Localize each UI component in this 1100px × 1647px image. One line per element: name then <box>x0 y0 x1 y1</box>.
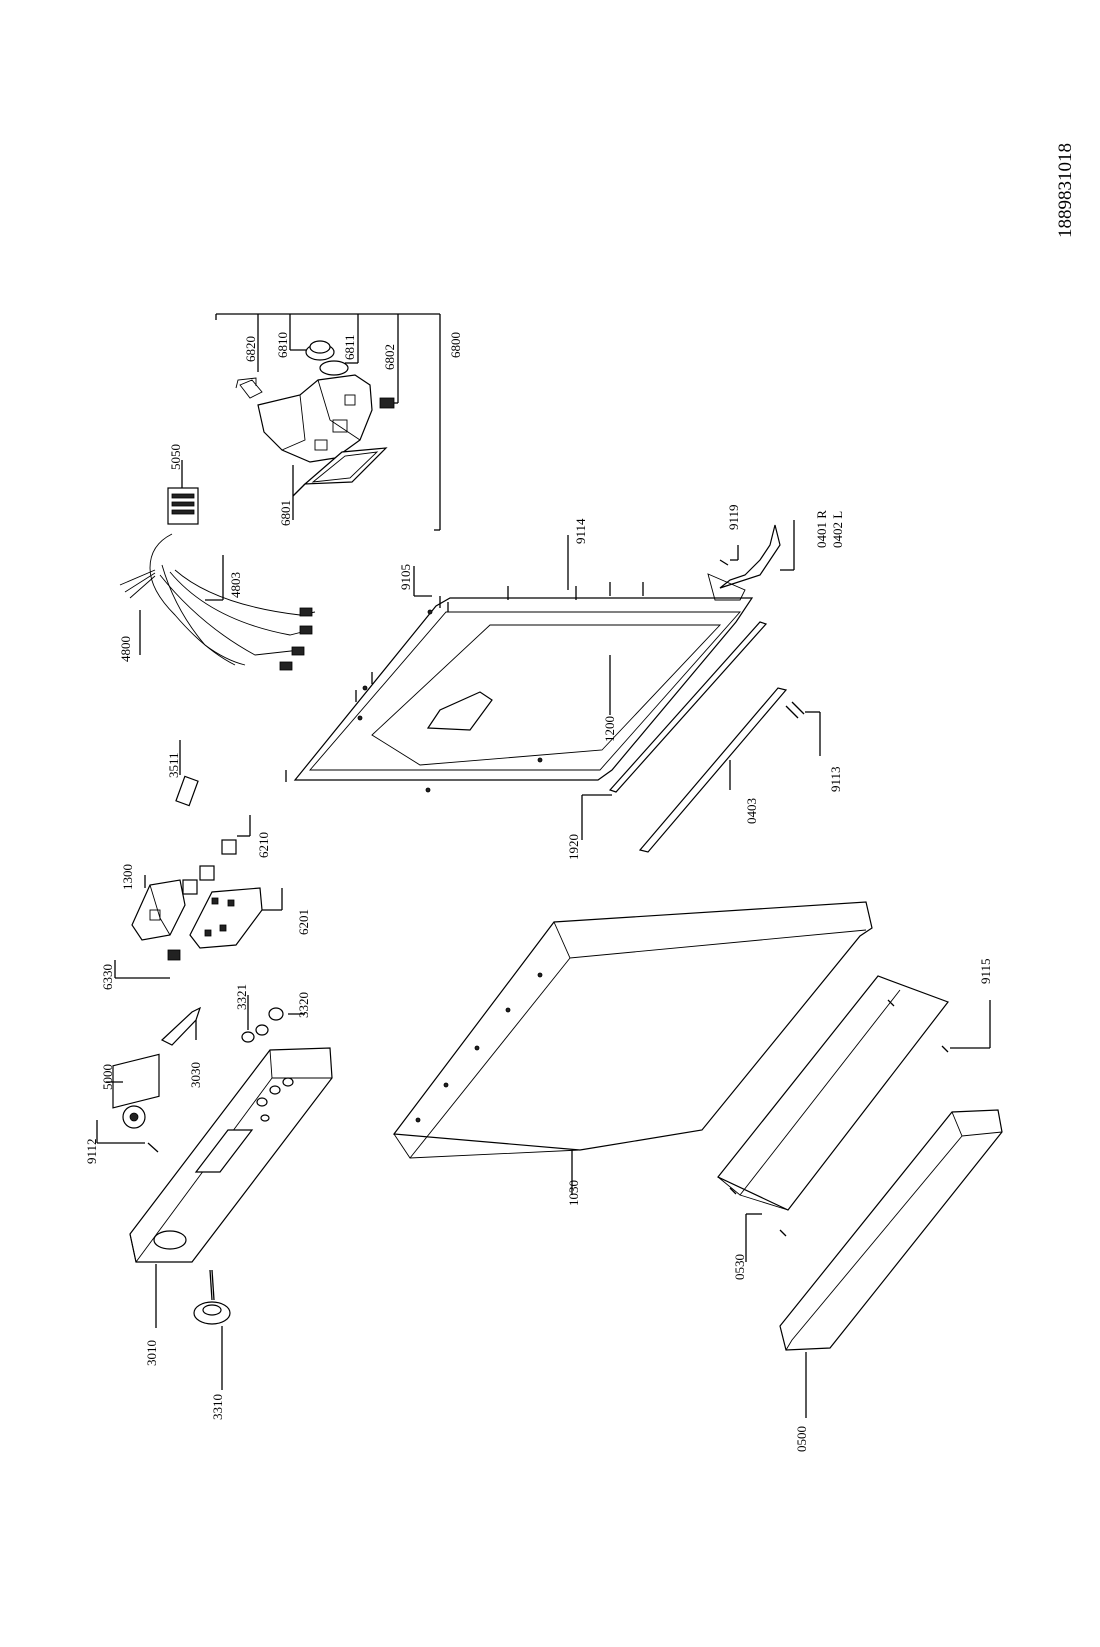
label-4803: 4803 <box>228 572 243 598</box>
bracket-6820-drawing <box>235 345 259 389</box>
label-3320: 3320 <box>296 992 311 1018</box>
screws-9115-drawing <box>941 1000 991 1053</box>
label-9112: 9112 <box>84 1138 99 1164</box>
label-6201: 6201 <box>296 909 311 935</box>
label-6802: 6802 <box>382 344 397 370</box>
screws-9114-drawing <box>507 535 644 600</box>
seal-6811-drawing <box>319 360 349 376</box>
module-5050-drawing <box>167 460 199 525</box>
buttons-3321-3320-drawing <box>241 995 305 1043</box>
label-1920: 1920 <box>566 834 581 860</box>
label-3310: 3310 <box>210 1394 225 1420</box>
part-6330-drawing <box>114 949 181 979</box>
label-4800: 4800 <box>118 636 133 662</box>
label-0402: 0402 L <box>830 511 845 548</box>
label-0530: 0530 <box>732 1254 747 1280</box>
plinth-0500-drawing <box>779 1109 1003 1418</box>
label-6820: 6820 <box>243 336 258 362</box>
part-6802-drawing <box>379 397 395 409</box>
part-3511-drawing <box>175 740 199 807</box>
screw-9119-drawing <box>719 545 739 566</box>
label-0403: 0403 <box>744 798 759 824</box>
programmer-1300-drawing <box>131 875 186 941</box>
wiring-harness-drawing <box>119 533 316 671</box>
label-5000: 5000 <box>100 1064 115 1090</box>
screws-9105-drawing <box>285 566 441 782</box>
label-6330: 6330 <box>100 964 115 990</box>
label-9113: 9113 <box>828 766 843 792</box>
door-lock-5000-drawing <box>106 1053 160 1129</box>
label-1200: 1200 <box>602 716 617 742</box>
label-3030: 3030 <box>188 1062 203 1088</box>
label-0500: 0500 <box>794 1426 809 1452</box>
plinth-0530-drawing <box>717 975 949 1262</box>
label-9119: 9119 <box>726 504 741 530</box>
switches-6210-drawing <box>182 815 251 895</box>
label-6811: 6811 <box>342 334 357 360</box>
cap-6810-drawing <box>305 340 335 361</box>
label-6210: 6210 <box>256 832 271 858</box>
label-3010: 3010 <box>144 1340 159 1366</box>
screws-9113-drawing <box>785 701 821 756</box>
screw-9112-drawing <box>96 1120 159 1153</box>
seal-1920-drawing <box>581 621 768 840</box>
label-9105: 9105 <box>398 564 413 590</box>
hinge-0401-0402-drawing <box>707 520 795 601</box>
label-6801: 6801 <box>278 500 293 526</box>
label-6810: 6810 <box>275 332 290 358</box>
label-0401: 0401 R <box>814 510 829 548</box>
outer-door-1030-drawing <box>392 901 873 1195</box>
control-panel-3010-drawing <box>129 1047 333 1328</box>
label-5050: 5050 <box>168 444 183 470</box>
label-1300: 1300 <box>120 864 135 890</box>
knob-3310-drawing <box>193 1269 231 1390</box>
label-1030: 1030 <box>566 1180 581 1206</box>
label-3321: 3321 <box>234 984 249 1010</box>
board-6201-drawing <box>189 887 283 949</box>
gasket-6801-drawing <box>292 447 388 497</box>
lever-3030-drawing <box>160 1006 202 1046</box>
document-id: 1889831018 <box>1055 143 1076 238</box>
group-6800-bracket <box>215 313 441 531</box>
label-6800: 6800 <box>448 332 463 358</box>
label-9114: 9114 <box>573 518 588 544</box>
strip-0403-drawing <box>638 687 788 853</box>
label-9115: 9115 <box>978 958 993 984</box>
label-3511: 3511 <box>166 752 181 778</box>
door-inner-1200-drawing <box>293 597 754 793</box>
dispenser-assembly-drawing <box>239 374 373 463</box>
